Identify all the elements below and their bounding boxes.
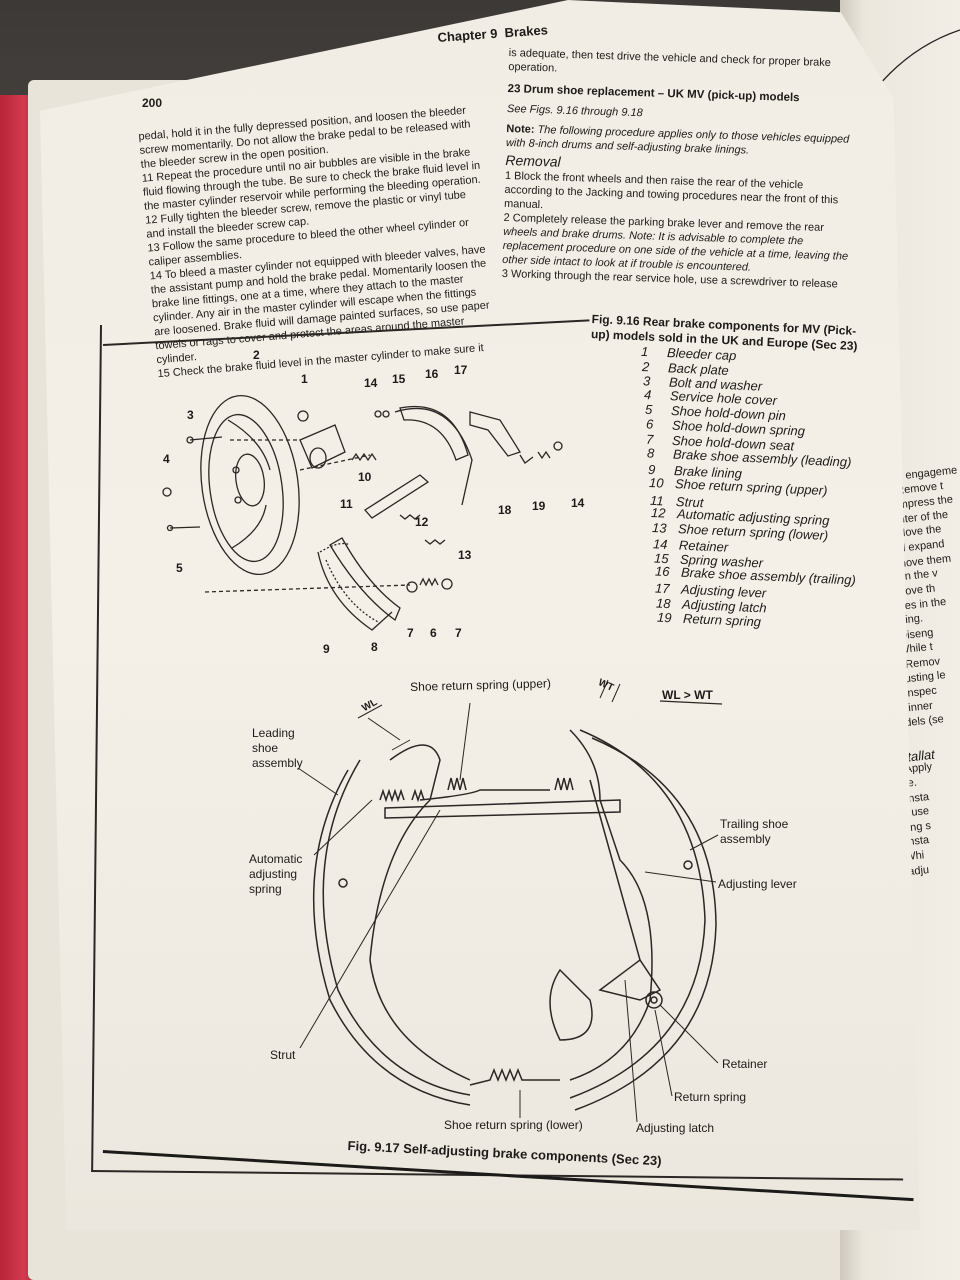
fig916-drawing bbox=[162, 394, 563, 631]
label-leading-1: Leading bbox=[252, 726, 295, 740]
callout-14b: 14 bbox=[571, 496, 585, 510]
callout-13: 13 bbox=[458, 548, 472, 562]
label-relation: WL > WT bbox=[662, 688, 713, 702]
label-retainer: Retainer bbox=[722, 1057, 768, 1071]
strut-assembled bbox=[384, 799, 621, 819]
strut bbox=[364, 474, 430, 519]
label-strut: Strut bbox=[270, 1048, 296, 1062]
callout-16: 16 bbox=[425, 367, 439, 381]
leader-adj-latch bbox=[624, 979, 638, 1123]
upper-return-spring bbox=[447, 777, 467, 791]
callout-19: 19 bbox=[532, 499, 546, 513]
label-auto-3: spring bbox=[249, 882, 282, 896]
label-trailing-2: assembly bbox=[720, 832, 771, 846]
page-number: 200 bbox=[142, 96, 163, 110]
callout-7a: 7 bbox=[407, 626, 414, 640]
label-leading-2: shoe bbox=[252, 741, 279, 755]
callout-6: 6 bbox=[430, 626, 437, 640]
trailing-shoe bbox=[399, 405, 469, 461]
fig917-drawing bbox=[297, 679, 723, 1123]
label-lower-spring: Shoe return spring (lower) bbox=[444, 1118, 583, 1132]
leading-shoe-outline bbox=[322, 759, 471, 1096]
callout-1: 1 bbox=[301, 372, 308, 386]
leader-auto bbox=[313, 799, 373, 856]
callout-12: 12 bbox=[415, 515, 429, 529]
leader-adj-lever bbox=[644, 871, 717, 883]
label-auto-adjusting: Automatic adjusting spring bbox=[249, 852, 302, 897]
leader-upper-spring bbox=[459, 702, 471, 781]
callout-3: 3 bbox=[187, 408, 194, 422]
label-trailing-1: Trailing shoe bbox=[720, 817, 789, 831]
label-adjusting-latch: Adjusting latch bbox=[636, 1121, 715, 1135]
leader-trailing bbox=[689, 834, 719, 851]
lower-spring bbox=[424, 539, 446, 545]
label-auto-1: Automatic bbox=[249, 852, 303, 866]
auto-adjusting-spring-assembled bbox=[379, 788, 425, 803]
callout-15: 15 bbox=[392, 372, 406, 386]
callout-9: 9 bbox=[323, 642, 330, 656]
callout-17: 17 bbox=[454, 363, 468, 377]
label-return-spring: Return spring bbox=[674, 1090, 747, 1104]
callout-18: 18 bbox=[498, 503, 512, 517]
wheel-cylinder bbox=[299, 424, 346, 469]
book-page bbox=[40, 0, 920, 1230]
adjusting-lever bbox=[469, 411, 521, 457]
leader-leading bbox=[297, 767, 339, 796]
callout-11: 11 bbox=[340, 497, 353, 511]
lower-return-spring bbox=[469, 1067, 560, 1086]
label-leading-shoe: Leading shoe assembly bbox=[252, 726, 303, 771]
auto-adjust-spring bbox=[399, 514, 421, 520]
trailing-shoe-outline bbox=[569, 729, 706, 1099]
callout-4: 4 bbox=[163, 452, 170, 466]
label-leading-3: assembly bbox=[252, 756, 303, 770]
callout-7b: 7 bbox=[455, 626, 462, 640]
label-adjusting-lever: Adjusting lever bbox=[718, 877, 797, 891]
upper-spring bbox=[351, 452, 377, 462]
callout-10: 10 bbox=[358, 470, 372, 484]
leader-return-spring bbox=[654, 1009, 673, 1097]
label-auto-2: adjusting bbox=[249, 867, 298, 881]
label-trailing-shoe: Trailing shoe assembly bbox=[720, 817, 788, 847]
callout-8: 8 bbox=[371, 640, 378, 654]
leader-retainer bbox=[659, 1004, 719, 1064]
leading-shoe bbox=[329, 537, 401, 622]
back-plate bbox=[200, 394, 300, 576]
callout-5: 5 bbox=[176, 561, 183, 575]
callout-2: 2 bbox=[253, 348, 260, 362]
callout-14a: 14 bbox=[364, 376, 378, 390]
leader-strut bbox=[299, 809, 441, 1049]
